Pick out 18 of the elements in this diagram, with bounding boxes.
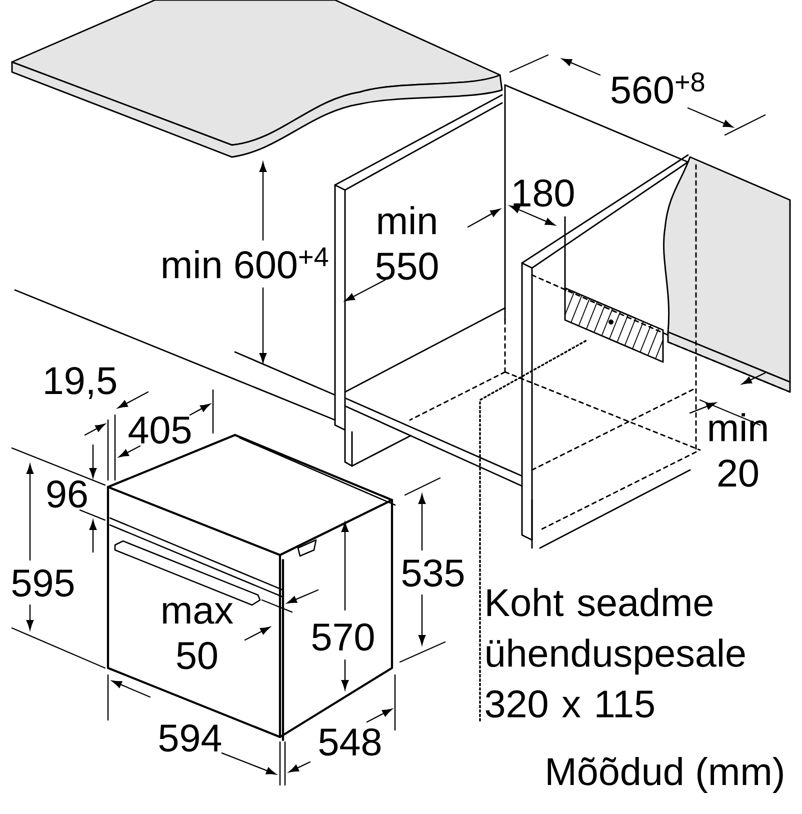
dimension-label: 180 xyxy=(514,179,574,207)
leader-line xyxy=(479,339,588,722)
caption-text: Mõõdud (mm) xyxy=(548,757,783,794)
dimension-label: min 20 xyxy=(709,413,767,487)
dimension-label: 570 xyxy=(312,623,374,651)
note-text: Koht seadme ühenduspesale 320 x 115 xyxy=(486,588,745,718)
dimension-label: min 550 xyxy=(376,206,438,280)
dimension-label: 96 xyxy=(47,480,87,508)
dimension-label: 535 xyxy=(402,559,464,587)
dimension-label: 405 xyxy=(128,416,191,444)
dimension-label: 548 xyxy=(319,728,381,756)
hatched-area xyxy=(564,287,664,363)
dimension-label: 595 xyxy=(12,569,74,597)
dimension-label: max 50 xyxy=(163,602,234,670)
dimension-label: 560$^{+8}$ xyxy=(612,72,704,104)
dimension-label: 19,5 xyxy=(45,367,116,399)
dimension-label: min 600$^{+4}$ xyxy=(163,248,328,279)
dimension-label: 594 xyxy=(159,724,222,752)
